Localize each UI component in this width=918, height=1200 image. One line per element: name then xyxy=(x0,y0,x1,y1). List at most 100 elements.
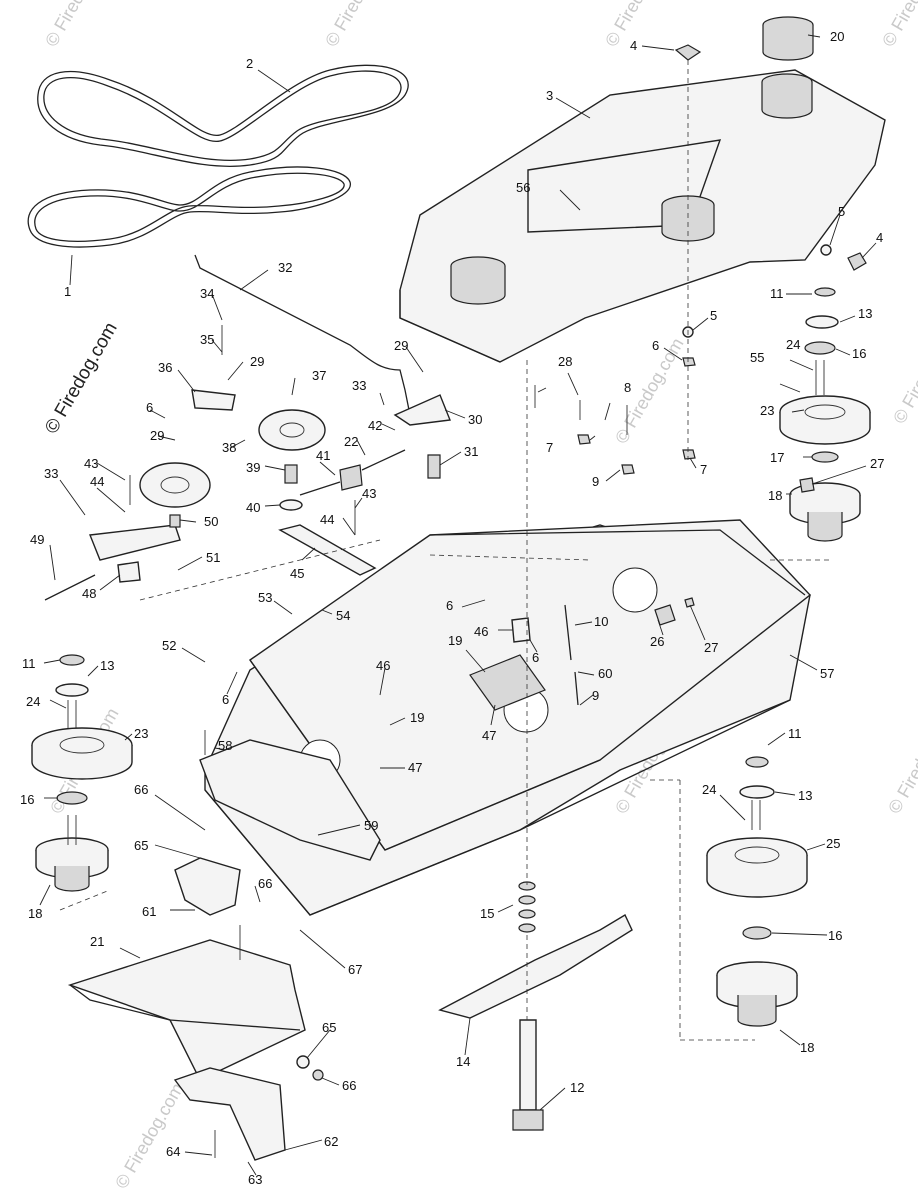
callout-6-deck: 6 xyxy=(446,598,453,613)
callout-50: 50 xyxy=(204,514,218,529)
right-top-spindle xyxy=(779,287,871,542)
callout-5-right: 5 xyxy=(838,204,845,219)
callout-29-right: 29 xyxy=(394,338,408,353)
callout-labels: 1 2 3 4 4 5 5 6 6 6 6 6 7 7 8 9 9 10 11 … xyxy=(20,29,884,1187)
callout-35: 35 xyxy=(200,332,214,347)
callout-40: 40 xyxy=(246,500,260,515)
callout-9-deck: 9 xyxy=(592,688,599,703)
blade-assembly xyxy=(438,881,633,1131)
callout-53: 53 xyxy=(258,590,272,605)
deck-cover xyxy=(399,69,886,363)
callout-3: 3 xyxy=(546,88,553,103)
watermark-bottom: © Firedog.com xyxy=(111,1080,187,1192)
callout-65-upper: 65 xyxy=(134,838,148,853)
callout-46-plate: 46 xyxy=(376,658,390,673)
drive-belts xyxy=(27,64,409,248)
callout-13-top-right: 13 xyxy=(858,306,872,321)
callout-9-top: 9 xyxy=(592,474,599,489)
callout-61: 61 xyxy=(142,904,156,919)
callout-37: 37 xyxy=(312,368,326,383)
callout-6-deck-right: 6 xyxy=(532,650,539,665)
callout-5-column: 5 xyxy=(710,308,717,323)
callout-49: 49 xyxy=(30,532,44,547)
discharge-chute xyxy=(67,730,381,1161)
callout-24-top-right: 24 xyxy=(786,337,800,352)
callout-24-left: 24 xyxy=(26,694,40,709)
callout-13-left: 13 xyxy=(100,658,114,673)
watermark-top-edge: © Firedog.com xyxy=(878,0,918,50)
callout-29-left: 29 xyxy=(250,354,264,369)
callout-67: 67 xyxy=(348,962,362,977)
watermark-top-left: © Firedog.com xyxy=(41,0,117,50)
callout-27-deck: 27 xyxy=(704,640,718,655)
bearing-cap-body xyxy=(762,25,814,61)
watermark-center: © Firedog.com xyxy=(611,335,687,447)
callout-18-top-right: 18 xyxy=(768,488,782,503)
callout-26: 26 xyxy=(650,634,664,649)
callout-6-bracket: 6 xyxy=(222,692,229,707)
callout-28: 28 xyxy=(558,354,572,369)
callout-15: 15 xyxy=(480,906,494,921)
callout-59: 59 xyxy=(364,818,378,833)
callout-46-deck: 46 xyxy=(474,624,488,639)
callout-64: 64 xyxy=(166,1144,180,1159)
idler-plate xyxy=(469,654,546,711)
callout-4-top: 4 xyxy=(630,38,637,53)
callout-22: 22 xyxy=(344,434,358,449)
callout-63: 63 xyxy=(248,1172,262,1187)
leader-lines xyxy=(39,34,877,1176)
callout-30: 30 xyxy=(468,412,482,427)
callout-8: 8 xyxy=(624,380,631,395)
callout-29-pulley: 29 xyxy=(150,428,164,443)
callout-54: 54 xyxy=(336,608,350,623)
callout-12: 12 xyxy=(570,1080,584,1095)
callout-42: 42 xyxy=(368,418,382,433)
watermark-lower-edge: © Firedog.com xyxy=(884,705,918,817)
callout-18-bottom-right: 18 xyxy=(800,1040,814,1055)
callout-43-left: 43 xyxy=(84,456,98,471)
callout-47-deck: 47 xyxy=(482,728,496,743)
callout-23-left: 23 xyxy=(134,726,148,741)
hardware xyxy=(511,44,867,706)
callout-1: 1 xyxy=(64,284,71,299)
callout-38: 38 xyxy=(222,440,236,455)
callout-39: 39 xyxy=(246,460,260,475)
callout-32: 32 xyxy=(278,260,292,275)
watermark-top-right: © Firedog.com xyxy=(601,0,677,50)
callout-13-bottom-right: 13 xyxy=(798,788,812,803)
callout-65-lower: 65 xyxy=(322,1020,336,1035)
right-bottom-spindle xyxy=(706,756,808,1027)
callout-10: 10 xyxy=(594,614,608,629)
callout-19-plate: 19 xyxy=(410,710,424,725)
callout-66-upper: 66 xyxy=(134,782,148,797)
callout-11-left: 11 xyxy=(22,656,36,671)
callout-16-bottom-right: 16 xyxy=(828,928,842,943)
callout-66-mid: 66 xyxy=(258,876,272,891)
callout-66-lower: 66 xyxy=(342,1078,356,1093)
callout-11-top-right: 11 xyxy=(770,286,784,301)
callout-6-column: 6 xyxy=(652,338,659,353)
callout-16-left: 16 xyxy=(20,792,34,807)
callout-25: 25 xyxy=(826,836,840,851)
callout-23-right: 23 xyxy=(760,403,774,418)
callout-60: 60 xyxy=(598,666,612,681)
watermark-main: © Firedog.com xyxy=(41,319,122,438)
callout-36: 36 xyxy=(158,360,172,375)
callout-4-right: 4 xyxy=(876,230,883,245)
dashed-guides xyxy=(59,60,830,1041)
callout-44-left: 44 xyxy=(90,474,104,489)
left-spindle xyxy=(31,654,133,892)
watermark-top-mid: © Firedog.com xyxy=(321,0,397,50)
callout-6-left: 6 xyxy=(146,400,153,415)
callout-17: 17 xyxy=(770,450,784,465)
callout-62: 62 xyxy=(324,1134,338,1149)
callout-19-deck: 19 xyxy=(448,633,462,648)
callout-33-right: 33 xyxy=(352,378,366,393)
callout-24-bottom-right: 24 xyxy=(702,782,716,797)
callout-52: 52 xyxy=(162,638,176,653)
callout-7-right: 7 xyxy=(700,462,707,477)
callout-34: 34 xyxy=(200,286,214,301)
callout-55: 55 xyxy=(750,350,764,365)
watermark-right: © Firedog.com xyxy=(889,315,918,427)
